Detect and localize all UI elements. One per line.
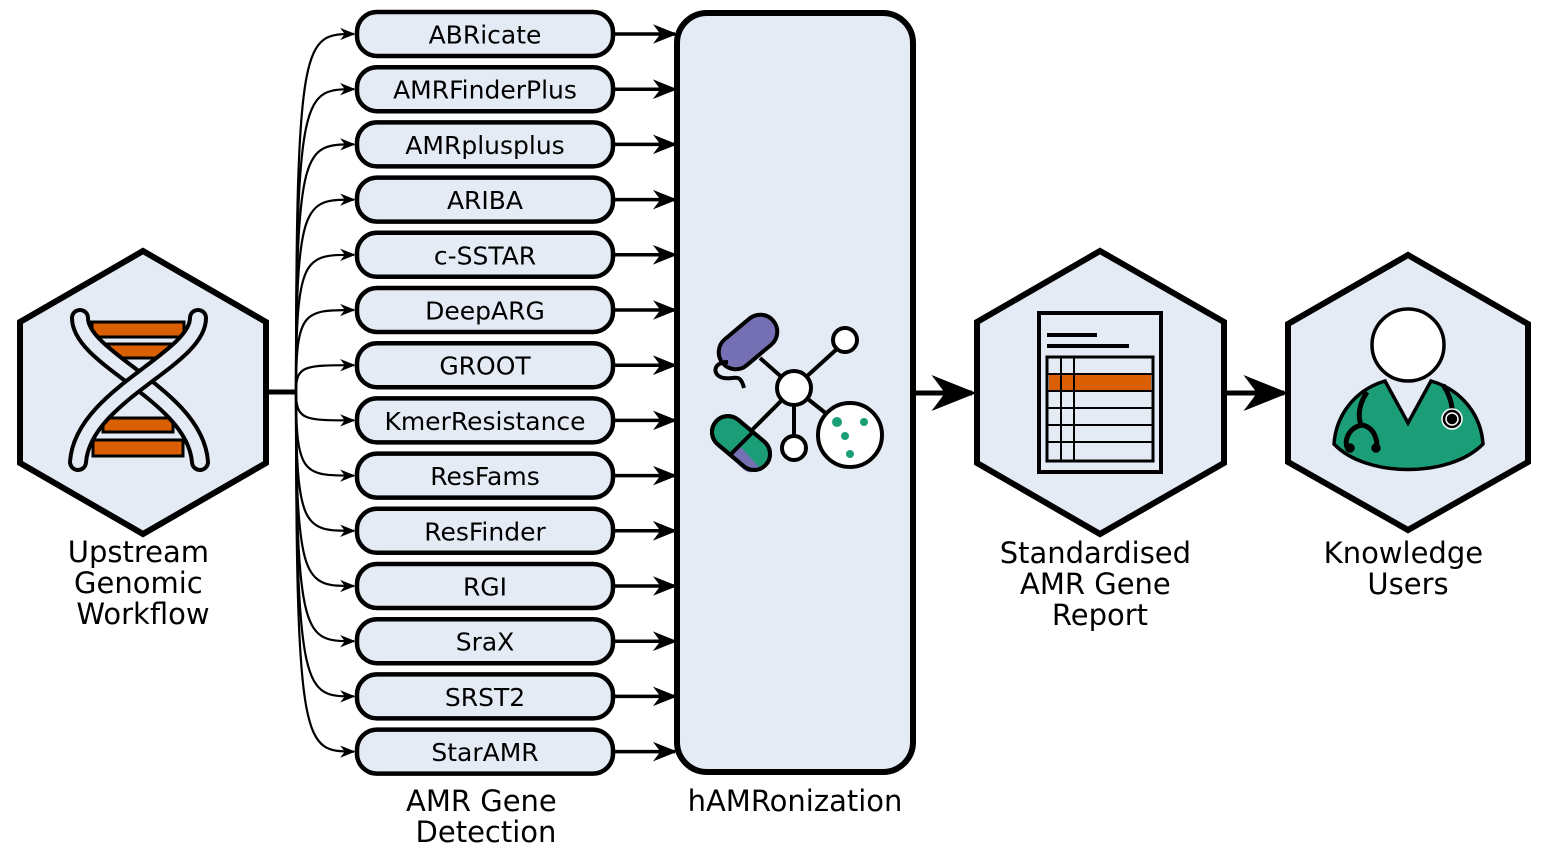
tool-box-frame: [354, 616, 616, 666]
tool-box-deeparg: DeepARG: [354, 285, 616, 335]
tool-to-hamronization-arrows: [613, 24, 678, 762]
fan-arrow-amrplusplus: [294, 138, 356, 393]
fan-arrow-amrfinderplus: [294, 83, 356, 393]
dna-icon: [68, 308, 210, 472]
tool-box-frame: [354, 175, 616, 224]
tool-box-frame: [354, 285, 616, 335]
tool-label: AMRFinderPlus: [393, 76, 577, 105]
tool-box-amrplusplus: AMRplusplus: [354, 120, 616, 169]
tool-label: ABRicate: [429, 21, 542, 50]
detection-caption: AMR Gene Detection: [406, 784, 566, 849]
tool-label: StarAMR: [431, 738, 538, 767]
bacterium-icon: [713, 312, 780, 389]
report-node: Standardised AMR Gene Report: [974, 247, 1227, 632]
tool-label: ResFams: [430, 462, 539, 491]
upstream-node: Upstream Genomic Workflow: [17, 247, 296, 631]
fan-arrow-groot: [294, 359, 356, 393]
hamronization-caption: hAMRonization: [688, 784, 903, 818]
report-caption: Standardised AMR Gene Report: [1000, 536, 1201, 632]
tool-box-groot: GROOT: [354, 340, 616, 390]
fan-arrow-srax: [294, 391, 356, 648]
fan-out-arrows: [294, 27, 356, 758]
tool-label: ResFinder: [424, 517, 546, 546]
users-node: Knowledge Users: [1285, 251, 1531, 601]
users-caption: Knowledge Users: [1324, 536, 1493, 601]
tool-box-frame: [354, 396, 616, 445]
tool-box-c-sstar: c-SSTAR: [354, 230, 616, 280]
tool-box-rgi: RGI: [354, 561, 616, 611]
tool-box-staramr: StarAMR: [354, 727, 616, 776]
tool-label: c-SSTAR: [434, 241, 536, 270]
tool-box-frame: [354, 64, 616, 114]
tool-label: RGI: [463, 573, 507, 602]
fan-arrow-ariba: [294, 193, 356, 393]
upstream-caption: Upstream Genomic Workflow: [68, 535, 218, 631]
tool-box-frame: [354, 561, 616, 611]
fan-arrow-srst2: [294, 391, 356, 703]
tool-box-resfinder: ResFinder: [354, 506, 616, 556]
tool-box-amrfinderplus: AMRFinderPlus: [354, 64, 616, 114]
tool-box-frame: [354, 230, 616, 280]
tool-box-frame: [354, 506, 616, 556]
tool-box-kmerresistance: KmerResistance: [354, 396, 616, 445]
users-hexagon: [1285, 251, 1531, 534]
tool-box-ariba: ARIBA: [354, 175, 616, 224]
tool-box-frame: [354, 727, 616, 776]
tool-box-frame: [354, 9, 616, 59]
tool-label: GROOT: [439, 352, 531, 381]
fan-arrow-resfams: [294, 391, 356, 482]
tool-label: SRST2: [445, 683, 525, 712]
tool-label: ARIBA: [447, 186, 523, 215]
fan-arrow-kmerresistance: [294, 391, 356, 427]
tool-box-frame: [354, 672, 616, 721]
hamronization-node: hAMRonization: [674, 10, 916, 818]
tool-box-frame: [354, 120, 616, 169]
fan-arrow-staramr: [294, 391, 356, 758]
petri-dish-icon: [816, 401, 884, 469]
fan-arrow-abricate: [294, 27, 356, 393]
tool-box-resfams: ResFams: [354, 451, 616, 500]
report-hexagon: [974, 247, 1227, 538]
tool-label: SraX: [456, 628, 515, 657]
network-bacteria-pill-petri-icon: [709, 312, 884, 473]
report-document-icon: [1037, 311, 1163, 474]
tool-label: AMRplusplus: [405, 131, 564, 160]
fan-arrow-deeparg: [294, 303, 356, 393]
tool-box-abricate: ABRicate: [354, 9, 616, 59]
tool-box-srax: SraX: [354, 616, 616, 666]
pill-icon: [709, 414, 773, 473]
tool-label: DeepARG: [425, 297, 545, 326]
tool-label: KmerResistance: [384, 407, 585, 436]
tool-box-frame: [354, 340, 616, 390]
tool-box-frame: [354, 451, 616, 500]
doctor-icon: [1332, 307, 1485, 472]
tool-box-srst2: SRST2: [354, 672, 616, 721]
